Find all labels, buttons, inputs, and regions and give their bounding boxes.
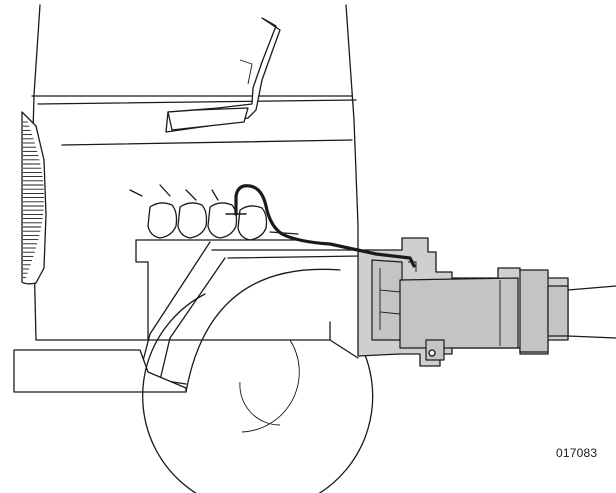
wheel xyxy=(142,268,374,493)
chassis-frame xyxy=(13,241,361,393)
vehicle-body xyxy=(31,4,359,341)
cable-harness xyxy=(225,184,416,268)
grille xyxy=(21,111,47,285)
engine-block xyxy=(129,184,301,341)
driveshaft xyxy=(567,285,616,339)
pto-component xyxy=(357,237,569,367)
seat-back xyxy=(165,17,281,133)
figure-id-label: 017083 xyxy=(556,446,598,460)
